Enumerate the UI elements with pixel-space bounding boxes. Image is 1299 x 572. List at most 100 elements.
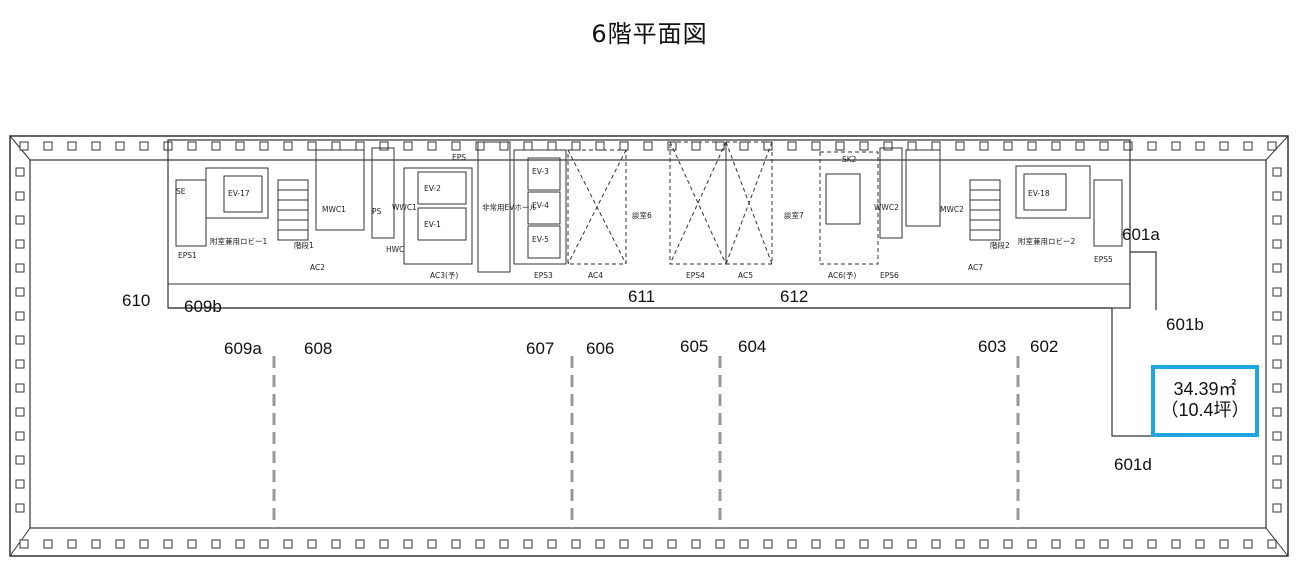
column-mark bbox=[1267, 141, 1277, 151]
label-ev18: EV-18 bbox=[1028, 189, 1050, 198]
column-mark bbox=[355, 539, 365, 549]
column-mark bbox=[15, 431, 25, 441]
column-mark bbox=[91, 539, 101, 549]
room-610: 610 bbox=[122, 291, 150, 310]
column-mark bbox=[331, 539, 341, 549]
room-602: 602 bbox=[1030, 337, 1058, 356]
column-mark bbox=[403, 539, 413, 549]
column-mark bbox=[859, 539, 869, 549]
column-mark bbox=[739, 539, 749, 549]
label-room7: 談室7 bbox=[784, 210, 804, 220]
column-mark bbox=[619, 539, 629, 549]
column-mark bbox=[1195, 141, 1205, 151]
column-mark bbox=[15, 239, 25, 249]
column-mark bbox=[15, 287, 25, 297]
label-eps6: EPS6 bbox=[880, 271, 899, 280]
column-mark bbox=[67, 539, 77, 549]
column-mark bbox=[523, 539, 533, 549]
column-mark bbox=[1099, 539, 1109, 549]
column-mark bbox=[547, 141, 557, 151]
column-mark bbox=[643, 539, 653, 549]
column-mark bbox=[1272, 359, 1282, 369]
column-mark bbox=[763, 539, 773, 549]
column-mark bbox=[235, 141, 245, 151]
column-mark bbox=[907, 539, 917, 549]
column-mark bbox=[1272, 383, 1282, 393]
column-mark bbox=[475, 141, 485, 151]
column-mark bbox=[787, 141, 797, 151]
column-mark bbox=[15, 359, 25, 369]
room-609a: 609a bbox=[224, 339, 262, 358]
column-mark bbox=[1219, 141, 1229, 151]
column-mark bbox=[667, 141, 677, 151]
column-mark bbox=[15, 167, 25, 177]
column-mark bbox=[451, 141, 461, 151]
column-mark bbox=[499, 141, 509, 151]
room-603: 603 bbox=[978, 337, 1006, 356]
room-607: 607 bbox=[526, 339, 554, 358]
column-mark bbox=[427, 141, 437, 151]
column-mark bbox=[547, 539, 557, 549]
column-mark bbox=[355, 141, 365, 151]
label-wwc2: WWC2 bbox=[874, 203, 899, 212]
column-mark bbox=[187, 539, 197, 549]
label-ev5: EV-5 bbox=[532, 235, 549, 244]
column-mark bbox=[379, 539, 389, 549]
partition-lines bbox=[272, 356, 1020, 528]
column-mark bbox=[15, 407, 25, 417]
room-601a: 601a bbox=[1122, 225, 1160, 244]
column-mark bbox=[1267, 539, 1277, 549]
label-hwc: HWC bbox=[386, 245, 404, 254]
column-mark bbox=[931, 141, 941, 151]
core-block bbox=[167, 139, 1131, 309]
column-mark bbox=[1051, 539, 1061, 549]
column-mark bbox=[67, 141, 77, 151]
column-mark bbox=[691, 539, 701, 549]
column-mark bbox=[43, 539, 53, 549]
label-se: SE bbox=[176, 187, 186, 196]
label-eps4: EPS4 bbox=[686, 271, 705, 280]
column-mark bbox=[43, 141, 53, 151]
column-mark bbox=[883, 539, 893, 549]
column-mark bbox=[883, 141, 893, 151]
area-sqm: 34.39㎡ bbox=[1173, 379, 1237, 399]
label-ac4: AC4 bbox=[588, 271, 603, 280]
room-612: 612 bbox=[780, 287, 808, 306]
column-mark bbox=[139, 141, 149, 151]
column-mark bbox=[115, 141, 125, 151]
column-mark bbox=[595, 141, 605, 151]
column-mark bbox=[451, 539, 461, 549]
column-mark bbox=[1123, 539, 1133, 549]
column-mark bbox=[19, 141, 29, 151]
column-mark bbox=[403, 141, 413, 151]
column-mark bbox=[1272, 335, 1282, 345]
column-mark bbox=[1272, 263, 1282, 273]
label-ev17: EV-17 bbox=[228, 189, 250, 198]
column-mark bbox=[15, 263, 25, 273]
column-mark bbox=[1272, 239, 1282, 249]
label-ps: PS bbox=[372, 207, 382, 216]
label-ev1: EV-1 bbox=[424, 220, 441, 229]
column-mark bbox=[955, 141, 965, 151]
column-mark bbox=[379, 141, 389, 151]
column-mark bbox=[571, 539, 581, 549]
column-mark bbox=[1243, 539, 1253, 549]
label-stair2: 階段2 bbox=[990, 240, 1010, 250]
label-ac5: AC5 bbox=[738, 271, 753, 280]
label-stair1: 階段1 bbox=[294, 240, 314, 250]
column-mark bbox=[1272, 191, 1282, 201]
column-mark bbox=[1272, 167, 1282, 177]
column-mark bbox=[1123, 141, 1133, 151]
column-mark bbox=[1272, 215, 1282, 225]
column-mark bbox=[643, 141, 653, 151]
column-mark bbox=[1147, 141, 1157, 151]
column-mark bbox=[15, 335, 25, 345]
label-ev3: EV-3 bbox=[532, 167, 549, 176]
label-mwc1: MWC1 bbox=[322, 205, 346, 214]
column-mark bbox=[15, 503, 25, 513]
column-mark bbox=[211, 539, 221, 549]
label-ac2: AC2 bbox=[310, 263, 325, 272]
column-mark bbox=[1272, 407, 1282, 417]
column-mark bbox=[931, 539, 941, 549]
column-mark bbox=[1147, 539, 1157, 549]
